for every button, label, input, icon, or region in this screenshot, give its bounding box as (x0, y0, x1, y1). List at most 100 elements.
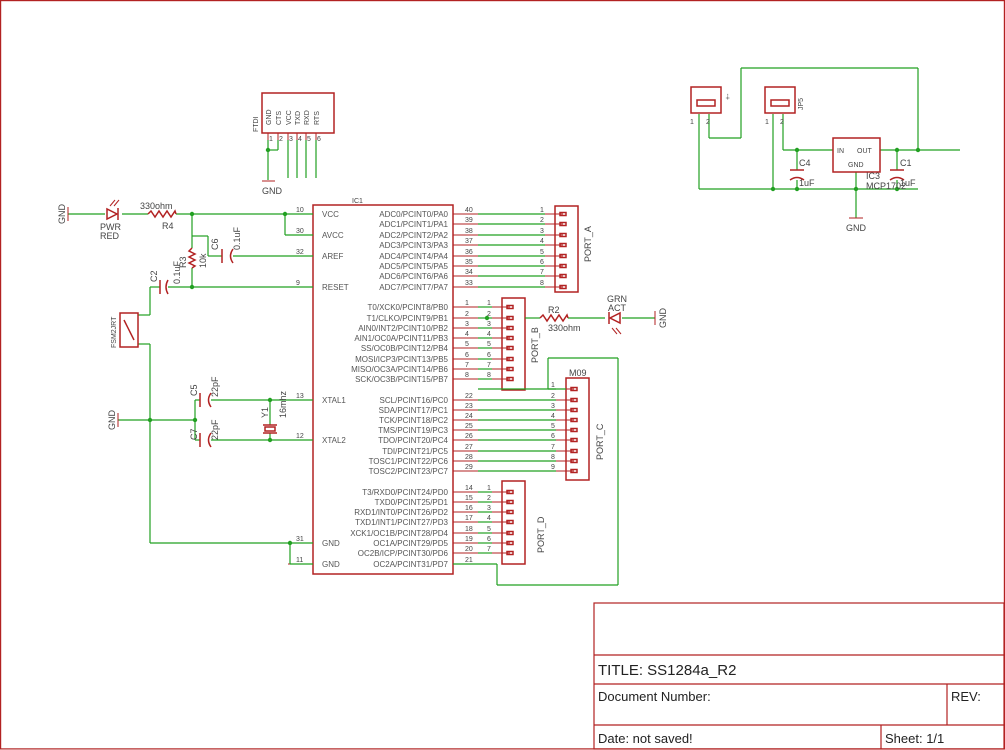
ic1-pin-number: 11 (296, 557, 303, 564)
ic1-pin-number: 17 (465, 515, 473, 522)
header-pin (559, 263, 567, 269)
title-block: TITLE: SS1284a_R2 Document Number: REV: … (593, 602, 1005, 750)
ic1-pin-number: 30 (296, 228, 304, 235)
header-pin (559, 232, 567, 238)
ic1-pin-number: 12 (296, 433, 304, 440)
ic1-pin-label: AIN1/OC0A/PCINT11/PB3 (354, 334, 448, 343)
ic1-pin-label: ADC6/PCINT6/PA6 (379, 272, 448, 281)
ic1-pin-label: ADC0/PCINT0/PA0 (379, 210, 448, 219)
header-pin (559, 253, 567, 259)
header-pin (506, 335, 514, 341)
ic1-pin-number: 36 (465, 249, 473, 256)
header-pin (506, 315, 514, 321)
ftdi-pin-number: 4 (298, 136, 302, 143)
ic1-pin-label: RESET (322, 283, 349, 292)
header-pin-number: 5 (551, 423, 555, 430)
ftdi-pin-number: 2 (279, 136, 283, 143)
header-pin (559, 211, 567, 217)
ic1-pin-number: 37 (465, 238, 473, 245)
ic1-pin-label: OC2B/ICP/PCINT30/PD6 (358, 549, 449, 558)
gnd-symbol-pwr: GND (57, 204, 69, 224)
jp5-connector: 1 2 JP5 (764, 86, 805, 126)
ic1-pin-number: 33 (465, 280, 473, 287)
ic1-pin-number: 35 (465, 259, 473, 266)
header-pin (570, 417, 578, 423)
header-pin (506, 519, 514, 525)
header-pin (570, 386, 578, 392)
r2-name: R2 (548, 305, 560, 315)
ic1-name: IC1 (352, 198, 363, 205)
header-pin (570, 427, 578, 433)
crystal-y1: Y1 16mhz (260, 390, 288, 434)
ftdi-pin-label: RTS (314, 111, 321, 125)
port-c-name: PORT_C (595, 423, 605, 460)
header-pin (506, 540, 514, 546)
ic1-pin-label: TOSC2/PCINT23/PC7 (369, 467, 449, 476)
port-d-name: PORT_D (536, 516, 546, 553)
svg-text:OUT: OUT (857, 148, 873, 155)
header-pin-number: 5 (540, 249, 544, 256)
header-pin-number: 1 (540, 207, 544, 214)
header-pin (570, 407, 578, 413)
led-act: GRN ACT (607, 294, 627, 335)
c6-name: C6 (210, 238, 220, 250)
ic1-pin-number: 6 (465, 352, 469, 359)
svg-text:2: 2 (780, 119, 784, 126)
svg-text:1: 1 (690, 119, 694, 126)
ic1-pin-number: 9 (296, 280, 300, 287)
ic1-pin-label: TMS/PCINT19/PC3 (378, 426, 448, 435)
ic1-pin-number: 2 (465, 311, 469, 318)
ic1-pin-number: 39 (465, 217, 473, 224)
ic1-pin-label: ADC2/PCINT2/PA2 (379, 231, 448, 240)
ic1-pin-number: 23 (465, 403, 473, 410)
header-pin (506, 366, 514, 372)
svg-text:GND: GND (658, 308, 668, 329)
resistor-r2: R2 330ohm (539, 305, 581, 333)
header-pin-number: 3 (540, 228, 544, 235)
svg-text:GND: GND (846, 223, 867, 233)
ic1-pin-number: 24 (465, 413, 473, 420)
led-act-color: GRN (607, 294, 627, 304)
resistor-r3: R3 10k (178, 247, 208, 269)
ic1-pin-label: OC2A/PCINT31/PD7 (373, 560, 448, 569)
ic1-pin-label: GND (322, 539, 340, 548)
ic1-pin-number: 19 (465, 536, 473, 543)
regulator-ic3: IN OUT GND IC3 MCP1702 (832, 137, 906, 191)
header-pin-number: 5 (487, 526, 491, 533)
gnd-symbol-ftdi: GND (262, 180, 283, 196)
ic1-pin-number: 26 (465, 433, 473, 440)
date-label: Date: not saved! (598, 731, 693, 746)
r4-value: 330ohm (140, 201, 173, 211)
capacitor-c5: C5 22pF (189, 376, 220, 408)
y1-value: 16mhz (278, 390, 288, 418)
y1-name: Y1 (260, 407, 270, 418)
led-pwr: PWR RED (100, 199, 121, 241)
jp-pwr-label: +- (725, 93, 732, 100)
header-pin (506, 499, 514, 505)
ic1-pin-label: XTAL2 (322, 436, 346, 445)
header-pin-number: 3 (487, 505, 491, 512)
ic1-pin-label: RXD1/INT0/PCINT26/PD2 (354, 508, 448, 517)
reset-switch: FSM2JRT (111, 312, 139, 348)
header-pin-number: 1 (487, 485, 491, 492)
header-pin (506, 550, 514, 556)
c4-name: C4 (799, 158, 811, 168)
ic1-pin-label: XTAL1 (322, 396, 346, 405)
ic1-pin-label: TXD0/PCINT25/PD1 (375, 498, 449, 507)
header-pin-number: 1 (551, 382, 555, 389)
ic1-pin-number: 27 (465, 444, 473, 451)
header-pin-number: 6 (551, 433, 555, 440)
ic1-pin-number: 20 (465, 546, 473, 553)
junction-dots (147, 147, 921, 546)
header-pin-number: 2 (487, 495, 491, 502)
ic1-pin-label: ADC7/PCINT7/PA7 (379, 283, 448, 292)
ic3-name: IC3 (866, 171, 880, 181)
header-pin (570, 437, 578, 443)
ftdi-pin-label: RXD (304, 110, 311, 125)
jp5-name: JP5 (798, 98, 805, 110)
ic1-pin-number: 34 (465, 269, 473, 276)
ic1-pin-label: ADC4/PCINT4/PA4 (379, 252, 448, 261)
header-pin (559, 284, 567, 290)
